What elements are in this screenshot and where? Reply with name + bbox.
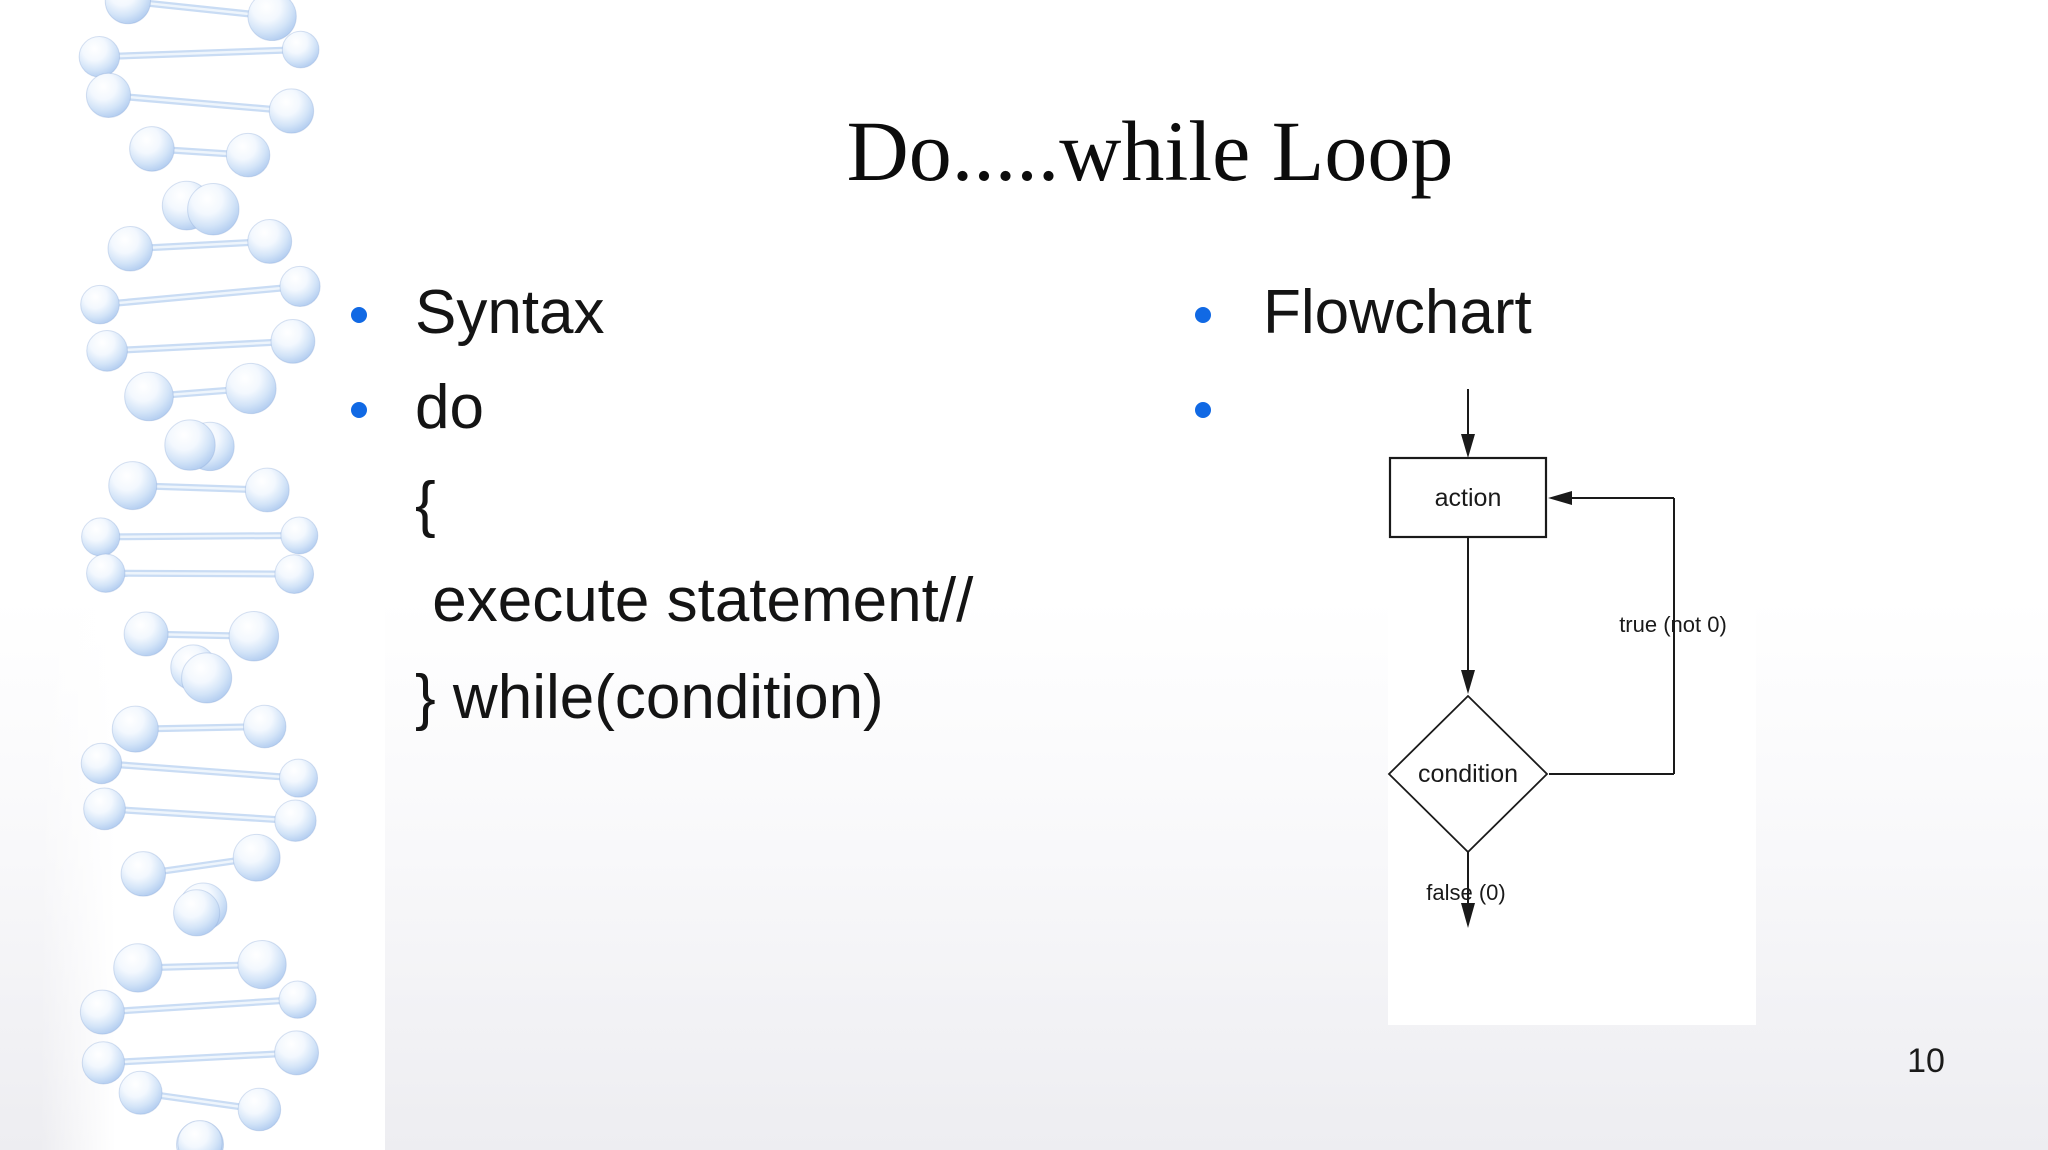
condition-label: condition [1418,760,1518,788]
list-item-open-brace: { [351,458,436,552]
list-item-label: { [415,470,436,539]
list-item-while-condition: } while(condition) [351,651,884,745]
exit-arrowhead-icon [1461,903,1475,928]
action-label: action [1435,484,1502,512]
slide-title: Do.....while Loop [846,103,1454,199]
list-item-execute-statement: execute statement// [351,554,973,648]
bullet-icon [1195,307,1211,323]
false-branch-label: false (0) [1426,880,1505,905]
true-branch-label: true (not 0) [1619,612,1727,637]
loop-arrowhead-icon [1548,491,1572,505]
list-item-label: } while(condition) [415,663,884,732]
do-while-flowchart: action condition true (not 0) false (0) [1387,385,1756,1025]
list-item-label: Syntax [415,278,605,347]
list-item-do: do [351,361,484,455]
list-item-syntax: Syntax [351,266,605,360]
bullet-icon [351,307,367,323]
bullet-icon [1195,402,1211,418]
bullet-icon [351,402,367,418]
list-item-label: execute statement// [415,566,974,635]
list-item-label: Flowchart [1263,278,1532,347]
entry-arrowhead-icon [1461,434,1475,458]
list-item-label: do [415,373,484,442]
list-item-empty [1195,361,1263,455]
down-arrowhead-icon [1461,670,1475,694]
page-number: 10 [1907,1042,1945,1080]
list-item-flowchart: Flowchart [1195,266,1532,360]
dna-helix-decoration [40,0,385,1150]
flowchart-action-box [1388,456,1548,539]
